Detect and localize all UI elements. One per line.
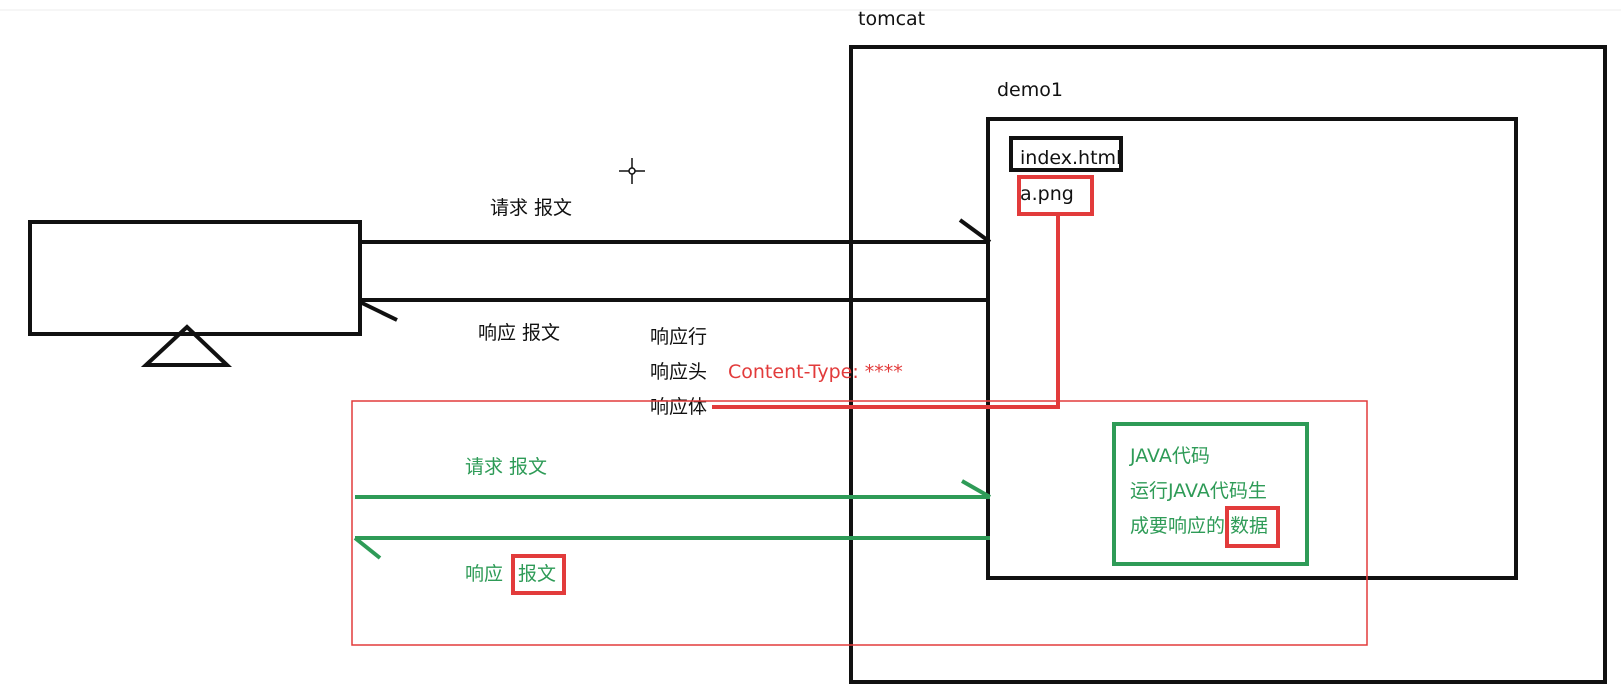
index-html-box [1009,136,1123,172]
tomcat-label: tomcat [858,8,925,30]
response-arrowhead-top [359,300,398,322]
java-line-3-prefix: 成要响应的 [1130,515,1225,537]
response-body-highlight [511,554,566,595]
java-line-1: JAVA代码 [1129,445,1210,467]
response-body-label: 响应体 [650,396,707,418]
java-code-box [1112,422,1309,566]
request-arrowhead-top [958,218,992,244]
demo1-label: demo1 [997,79,1063,101]
response-label-green-prefix: 响应 [465,563,503,585]
data-highlight [1225,506,1280,548]
index-html-label: index.html [1020,147,1121,169]
java-line-3-boxed: 数据 [1230,515,1268,537]
request-label-green: 请求 报文 [465,456,547,478]
response-line-label: 响应行 [650,326,707,348]
crosshair-cursor-icon [619,158,645,184]
browser-monitor [28,220,362,336]
content-type-label: Content-Type: **** [728,361,903,383]
png-to-body-connector [712,215,1060,409]
response-label-green-boxed: 报文 [518,563,556,585]
a-png-label: a.png [1020,183,1074,205]
request-arrowhead-green [961,479,991,499]
dynamic-flow-frame [351,400,1368,646]
response-label-top: 响应 报文 [478,322,560,344]
tomcat-box [849,45,1607,684]
demo1-box [986,117,1518,580]
request-label-top: 请求 报文 [490,197,572,219]
response-header-label: 响应头 [650,361,707,383]
response-arrowhead-green [353,536,382,560]
a-png-box [1017,175,1094,216]
monitor-stand [140,324,233,367]
java-line-2: 运行JAVA代码生 [1130,480,1267,502]
